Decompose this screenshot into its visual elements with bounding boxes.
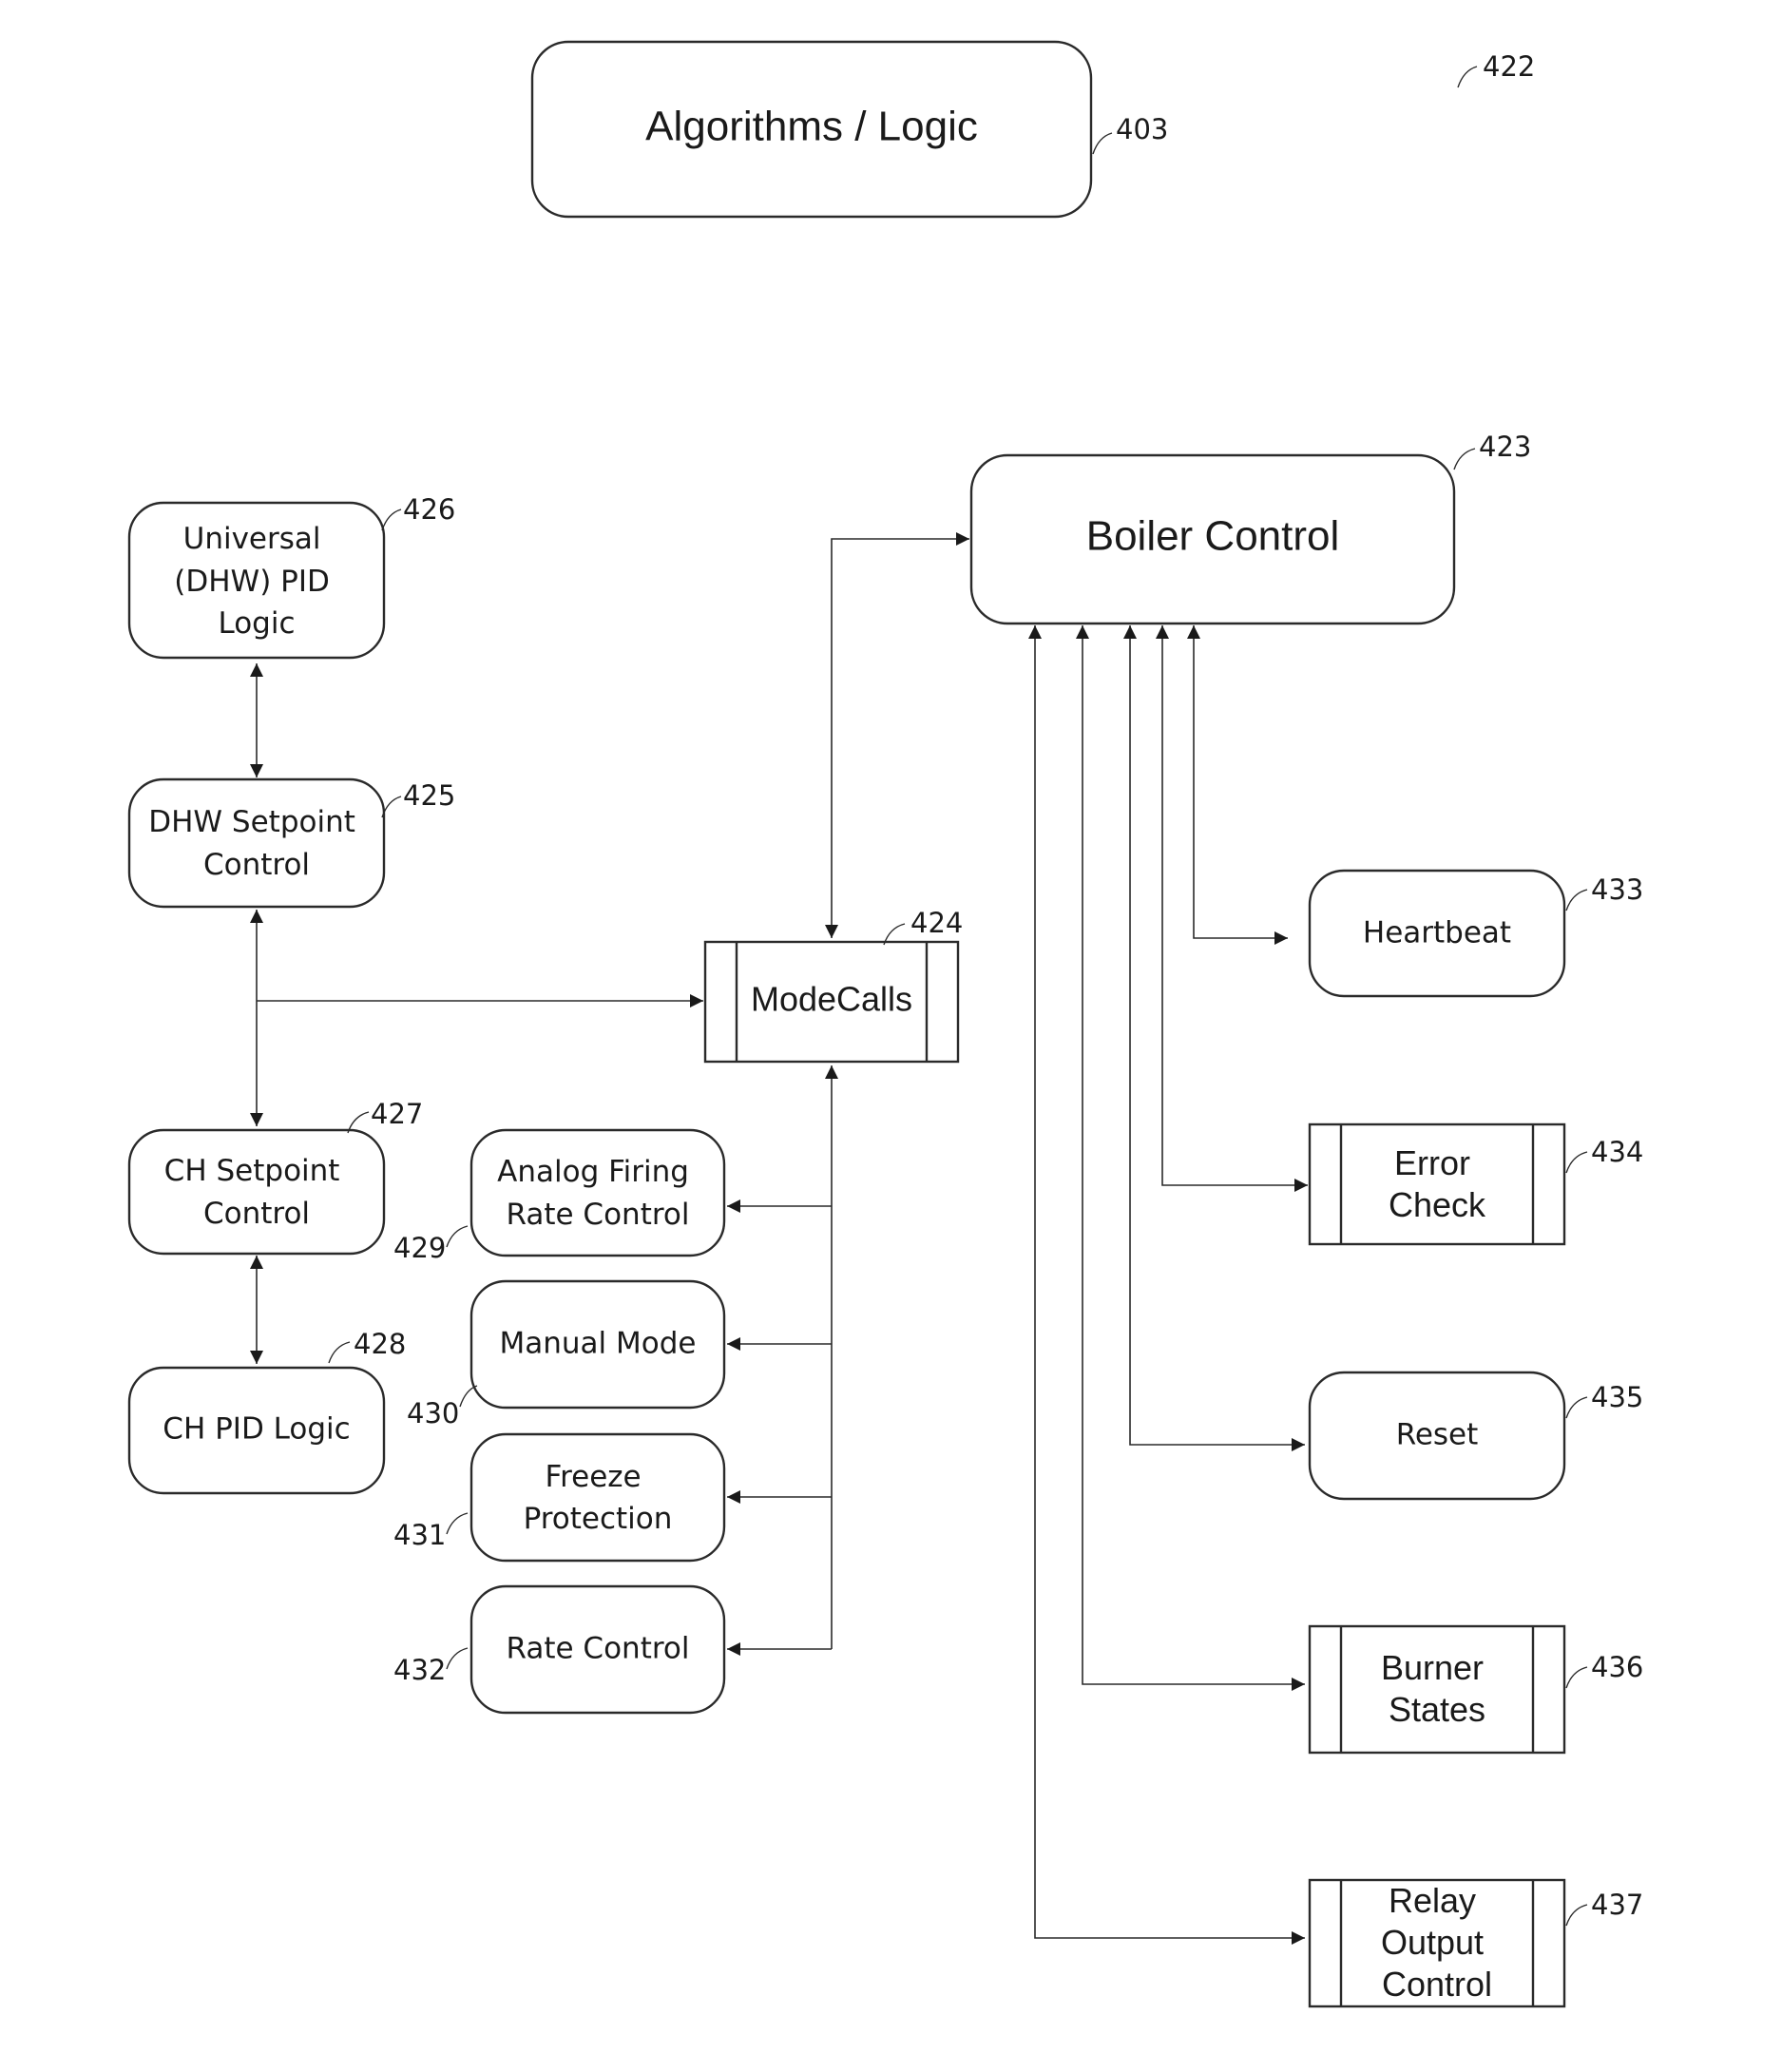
connector-423-437 — [1035, 625, 1305, 1938]
ref-426: 426 — [403, 493, 455, 526]
connector-424-423 — [832, 539, 969, 938]
connector-423-434 — [1162, 625, 1308, 1185]
ref-429: 429 — [393, 1232, 446, 1264]
ref-428: 428 — [354, 1328, 406, 1360]
manual-mode-label: Manual Mode — [500, 1327, 697, 1361]
analog-firing-rate-control-box: Analog Firing Rate Control — [471, 1130, 724, 1256]
relay-output-control-label: Relay Output Control — [1381, 1881, 1493, 2004]
ref-425: 425 — [403, 779, 455, 812]
rate-control-box: Rate Control — [471, 1586, 724, 1713]
ref-432: 432 — [393, 1654, 446, 1686]
heartbeat-box: Heartbeat — [1310, 871, 1564, 996]
ch-pid-logic-label: CH PID Logic — [163, 1412, 350, 1447]
ref-427: 427 — [371, 1098, 423, 1130]
connector-423-433 — [1194, 625, 1288, 938]
error-check-box: Error Check — [1310, 1124, 1564, 1244]
ref-436: 436 — [1591, 1651, 1643, 1683]
ref-424: 424 — [910, 907, 963, 939]
reset-label: Reset — [1396, 1418, 1479, 1452]
relay-output-control-box: Relay Output Control — [1310, 1880, 1564, 2006]
ref-422: 422 — [1483, 50, 1535, 83]
heartbeat-label: Heartbeat — [1363, 916, 1511, 950]
ch-setpoint-control-box: CH Setpoint Control — [129, 1130, 384, 1254]
universal-pid-logic-box: Universal (DHW) PID Logic — [129, 503, 384, 658]
ref-431: 431 — [393, 1519, 446, 1551]
boiler-control-box: Boiler Control — [971, 455, 1454, 624]
ch-pid-logic-box: CH PID Logic — [129, 1368, 384, 1493]
algorithms-logic-box: Algorithms / Logic — [532, 42, 1091, 217]
ref-433: 433 — [1591, 873, 1643, 906]
boiler-control-label: Boiler Control — [1086, 513, 1340, 560]
ref-430: 430 — [407, 1397, 459, 1429]
reset-box: Reset — [1310, 1372, 1564, 1499]
ref-434: 434 — [1591, 1136, 1643, 1168]
rate-control-label: Rate Control — [507, 1632, 690, 1666]
modecalls-label: ModeCalls — [751, 980, 912, 1019]
ref-403: 403 — [1116, 113, 1168, 145]
manual-mode-box: Manual Mode — [471, 1281, 724, 1408]
freeze-protection-box: Freeze Protection — [471, 1434, 724, 1561]
ref-437: 437 — [1591, 1889, 1643, 1921]
algorithms-logic-label: Algorithms / Logic — [645, 104, 978, 150]
modecalls-box: ModeCalls — [705, 942, 958, 1062]
ref-423: 423 — [1479, 431, 1531, 463]
connector-423-435 — [1130, 625, 1305, 1445]
burner-states-box: Burner States — [1310, 1626, 1564, 1753]
ref-435: 435 — [1591, 1381, 1643, 1413]
dhw-setpoint-control-box: DHW Setpoint Control — [129, 779, 384, 907]
